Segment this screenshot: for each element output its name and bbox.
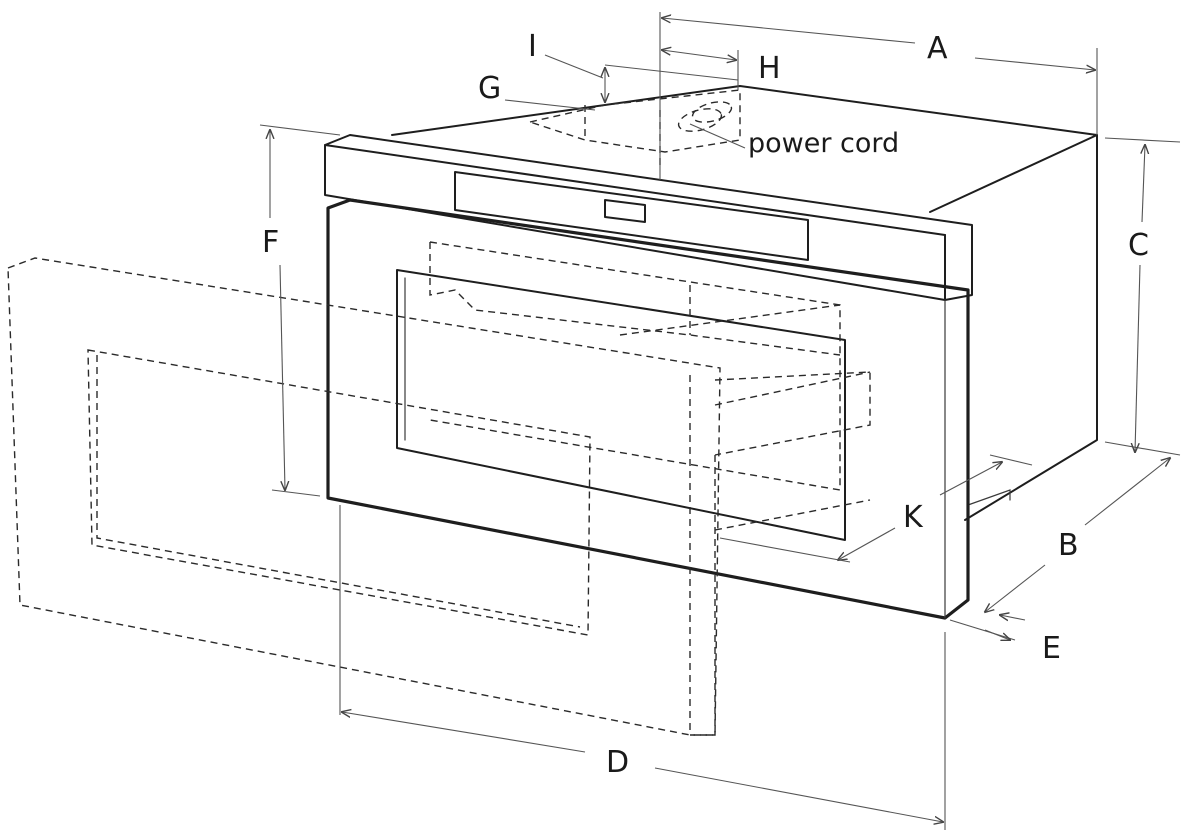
dim-K-line-bottom [838,527,896,560]
label-H: H [758,51,781,86]
oven-top-edge [391,85,1098,136]
label-B: B [1058,528,1079,563]
door-window [396,269,846,541]
label-K: K [903,500,924,535]
dim-E-ext [949,619,1016,641]
control-panel [324,134,973,301]
drawer-lower-edge [690,455,716,736]
drawer-bottom [714,499,871,531]
oven-bottom-lip [967,489,1011,506]
cavity-top-edge [619,304,841,336]
control-panel-top-line [324,144,946,236]
dim-B-line-bottom [985,564,1046,612]
dim-H-line [662,50,736,60]
oven-right-side [964,134,1098,521]
power-cord-coil-2 [691,101,733,123]
dim-F-line-bottom [279,264,285,490]
dimension-lines [259,12,1181,830]
dim-F-ext-top [259,124,341,136]
cabinet-cutout-outer [7,257,721,736]
dim-K-line-top [939,462,1002,496]
oven-door [326,198,970,620]
dim-D-line-right [654,767,943,822]
dim-E-arrow-top [1000,615,1026,620]
cabinet-cutout-inner-2 [96,355,581,628]
dim-B-ext [989,454,1033,466]
dim-A-line-left [662,18,916,44]
hidden-lines [7,89,871,736]
drawer-front [714,371,871,456]
label-D: D [606,745,629,780]
oven-top-right-edge [929,134,1098,213]
dim-E-arrow-bottom [984,629,1010,640]
cord-opening [529,89,741,153]
dim-C-ext-bottom [1104,441,1181,456]
cavity-outline [429,241,841,491]
label-G: G [478,71,501,106]
dim-C-line-top [1142,145,1145,223]
oven-body [324,85,1098,620]
dim-C-ext-top [1104,137,1181,143]
display-window [604,199,646,223]
dim-A-line-right [974,57,1095,70]
dim-K-ext [719,537,851,563]
dim-C-line-bottom [1135,264,1141,452]
dim-I-leader [544,54,604,79]
label-F: F [262,225,279,260]
dim-B-line-top [1084,458,1170,526]
drawer-top [714,371,871,406]
dim-I-ext [604,64,739,81]
label-A: A [927,31,948,66]
label-C: C [1128,228,1149,263]
dim-F-ext-bottom [271,489,321,497]
label-E: E [1042,631,1061,666]
label-power-cord: power cord [748,128,899,159]
dim-D-line-left [342,712,586,753]
label-I: I [528,29,537,64]
display-strip [454,171,809,261]
cavity-back [429,242,841,356]
power-cord-coil [677,108,723,132]
dimension-labels: A B C D E F G H I K power cord [262,29,1149,780]
power-cord-leader [689,123,746,149]
cabinet-cutout-inner [87,349,591,636]
dim-G-leader [504,99,596,111]
